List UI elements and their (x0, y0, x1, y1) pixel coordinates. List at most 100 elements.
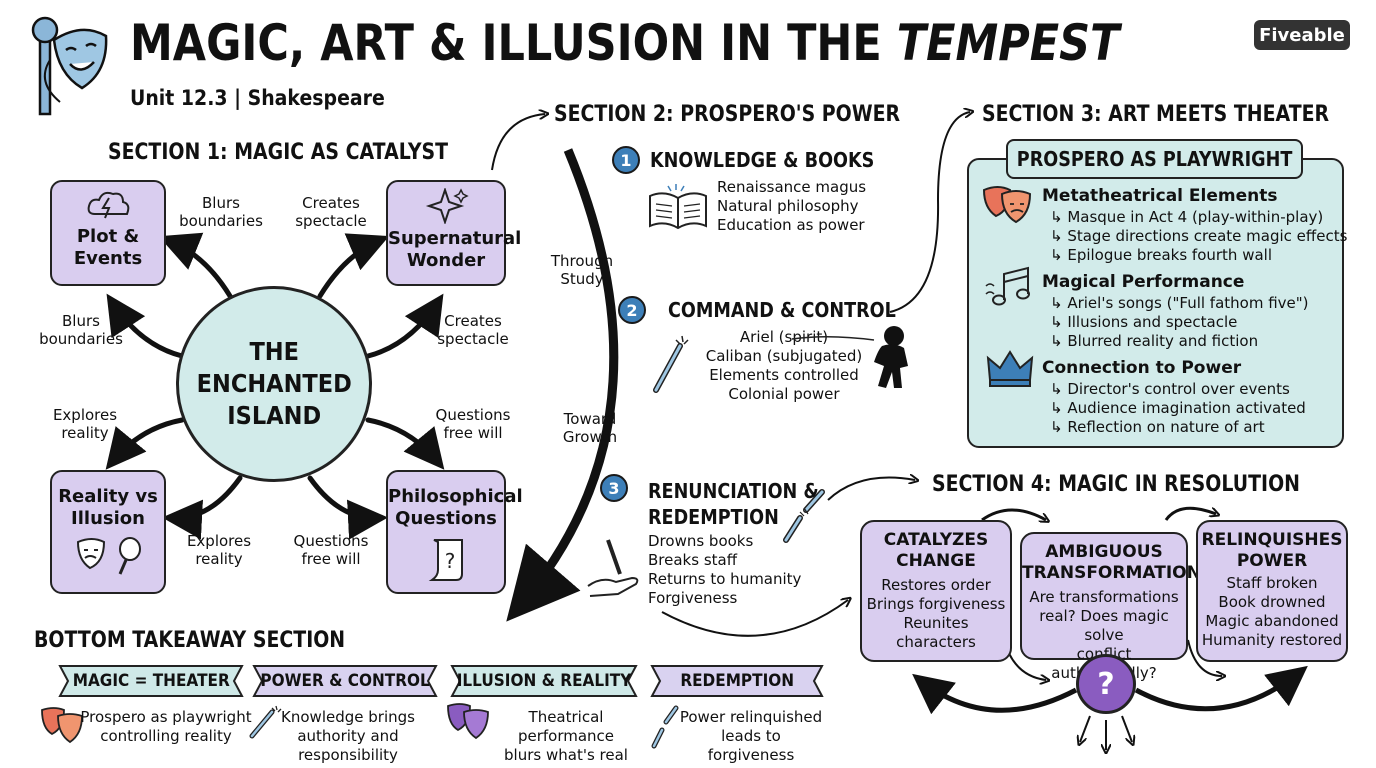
box-supernatural-wonder: Supernatural Wonder (386, 180, 522, 286)
arrow-hub-left-down (105, 417, 185, 470)
takeaway-wand-icon (248, 704, 284, 744)
theater-masks-orange-icon (982, 184, 1034, 228)
step3-item: Forgiveness (648, 589, 738, 607)
caliban-figure-icon (864, 322, 920, 398)
s3-group3-title: Connection to Power (1042, 358, 1242, 378)
banner-illusion-reality: ILLUSION & REALITY (450, 664, 638, 698)
s3-group3-list: ↳ Director's control over events ↳ Audie… (1050, 380, 1306, 437)
box-plot-label: Plot & Events (73, 226, 143, 269)
arrow-hub-philosophy (307, 475, 388, 540)
hand-staff-icon (586, 536, 646, 610)
title-italic: TEMPEST (896, 14, 1120, 72)
question-circle-icon: ? (1076, 654, 1136, 714)
takeaway-masks-orange-icon (40, 706, 86, 750)
step3-item: Drowns books (648, 532, 754, 550)
box-plot-events: Plot & Events (50, 180, 166, 286)
arrow-hub-wonder (317, 233, 390, 299)
arrow-q-down-left (1080, 715, 1091, 742)
s3-group2-item: ↳ Ariel's songs ("Full fathom five") (1050, 294, 1309, 312)
arrow-hub-left-up (106, 293, 185, 359)
step1-list: Renaissance magus Natural philosophy Edu… (717, 178, 866, 235)
label-explores-bottom: Explores reality (186, 532, 252, 568)
ariel-connector (791, 336, 875, 341)
s4-box-catalyzes-change: CATALYZES CHANGE Restores order Brings f… (860, 520, 1012, 662)
label-explores-left: Explores reality (52, 406, 118, 442)
page-title: MAGIC, ART & ILLUSION IN THE TEMPEST (130, 14, 1119, 72)
hub-enchanted-island: THE ENCHANTED ISLAND (176, 286, 372, 482)
arrow-forgiveness-s4 (661, 600, 848, 637)
label-questions-bottom: Questions free will (293, 532, 369, 568)
takeaway-heading: BOTTOM TAKEAWAY SECTION (34, 628, 346, 653)
banner-1-label: MAGIC = THEATER (72, 671, 230, 691)
step1-item: Education as power (717, 216, 865, 234)
box-philosophy-label: Philosophical Questions (388, 486, 523, 529)
arrow-box2-box3-lower (1187, 639, 1222, 676)
step1-item: Natural philosophy (717, 197, 859, 215)
curve-label-toward-growth: Toward Growth (562, 410, 618, 446)
step2-item: Ariel (spirit) (739, 328, 829, 346)
label-blurs-left: Blurs boundaries (39, 312, 123, 348)
arrow-hub-plot (158, 232, 233, 299)
box-reality-illusion: Reality vs Illusion (50, 470, 166, 594)
box-reality-label: Reality vs Illusion (58, 486, 158, 529)
label-questions-right: Questions free will (435, 406, 511, 442)
takeaway-1-text: Prospero as playwright controlling reali… (80, 708, 252, 745)
section1-heading: SECTION 1: MAGIC AS CATALYST (108, 140, 449, 165)
banner-magic-theater: MAGIC = THEATER (58, 664, 244, 698)
box-philosophical-questions: Philosophical Questions ? (386, 470, 523, 594)
section2-main-curve (506, 148, 619, 622)
arrow-s4-box3-top (1166, 496, 1220, 505)
box-wonder-label: Supernatural Wonder (388, 228, 522, 271)
step3-item: Breaks staff (648, 551, 738, 569)
s4-box2-title: AMBIGUOUS TRANSFORMATION (1022, 542, 1201, 583)
step1-title: KNOWLEDGE & BOOKS (650, 148, 875, 172)
label-creates-top: Creates spectacle (295, 194, 367, 230)
takeaway-masks-purple-icon (446, 702, 492, 748)
svg-text:?: ? (445, 549, 456, 573)
banner-3-label: ILLUSION & REALITY (456, 671, 632, 691)
open-book-icon (646, 182, 710, 236)
step2-item: Caliban (subjugated) (705, 347, 863, 365)
arrow-hub-right-up (365, 293, 444, 359)
arrow-s4-box2-box3 (1164, 506, 1216, 521)
step2-item: Colonial power (728, 385, 840, 403)
banner-4-label: REDEMPTION (680, 671, 794, 691)
banner-redemption: REDEMPTION (650, 664, 824, 698)
step2-list: Ariel (spirit) Caliban (subjugated) Elem… (704, 328, 864, 404)
s3-group2-item: ↳ Blurred reality and fiction (1050, 332, 1259, 350)
wand-icon (650, 334, 690, 398)
s4-box3-title: RELINQUISHES POWER (1201, 530, 1343, 571)
s3-group2-list: ↳ Ariel's songs ("Full fathom five") ↳ I… (1050, 294, 1309, 351)
arrow-s1-s2 (491, 114, 545, 171)
page-subtitle: Unit 12.3 | Shakespeare (130, 86, 385, 110)
s3-group1-item: ↳ Stage directions create magic effects (1050, 227, 1348, 245)
section3-tab: PROSPERO AS PLAYWRIGHT (1006, 139, 1303, 179)
step1-item: Renaissance magus (717, 178, 867, 196)
scroll-question-icon: ? (388, 534, 504, 586)
section4-heading: SECTION 4: MAGIC IN RESOLUTION (932, 472, 1300, 497)
masks-icon (74, 536, 112, 580)
sparkle-icon (388, 186, 504, 228)
section3-heading: SECTION 3: ART MEETS THEATER (982, 102, 1330, 127)
music-notes-icon (984, 266, 1036, 314)
section3-panel (967, 158, 1344, 448)
arrow-s2-s4 (827, 478, 915, 501)
arrow-hub-reality (162, 475, 243, 540)
takeaway-3-text: Theatrical performance blurs what's real (504, 708, 628, 764)
s3-group2-item: ↳ Illusions and spectacle (1050, 313, 1238, 331)
curve-label-through-study: Through Study (550, 252, 614, 288)
arrow-s2-s3 (889, 112, 970, 313)
s3-group3-item: ↳ Reflection on nature of art (1050, 418, 1265, 436)
crown-icon (986, 350, 1034, 392)
step2-title: COMMAND & CONTROL (668, 298, 896, 322)
label-creates-right: Creates spectacle (437, 312, 509, 348)
takeaway-4-text: Power relinquished leads to forgiveness (679, 708, 823, 764)
hub-label: THE ENCHANTED ISLAND (196, 337, 352, 430)
arrow-s4-box1-box2 (981, 508, 1046, 520)
banner-2-label: POWER & CONTROL (260, 671, 430, 691)
arrow-hub-right-down (365, 417, 445, 470)
question-mark: ? (1097, 666, 1115, 702)
arrow-q-down-right (1121, 715, 1132, 742)
